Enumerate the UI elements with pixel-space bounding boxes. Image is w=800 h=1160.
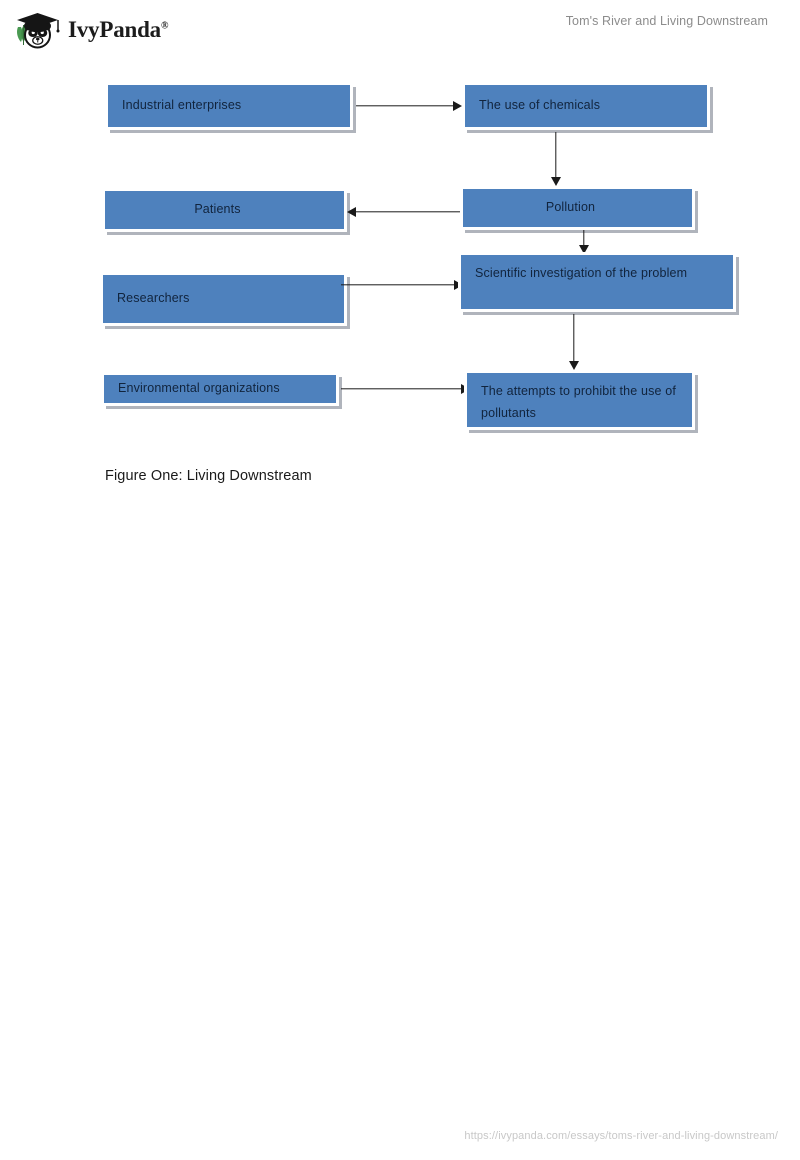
flow-node-label: Researchers [117, 291, 190, 306]
flow-node-label: Environmental organizations [118, 381, 280, 396]
page-header: IvyPanda® Tom's River and Living Downstr… [0, 0, 800, 56]
flow-node-researchers: Researchers [100, 272, 347, 326]
flow-node-scientific-investigation: Scientific investigation of the problem [458, 252, 736, 312]
flow-node-label: Pollution [545, 200, 596, 215]
edge-pollution-to-patients [347, 204, 463, 220]
edge-pollution-to-investigation [576, 230, 592, 254]
ivypanda-brand[interactable]: IvyPanda® [14, 8, 168, 52]
edge-environmental-to-attempts [341, 381, 470, 397]
flow-node-label: The use of chemicals [479, 98, 601, 113]
panda-graduate-logo-icon [14, 8, 62, 52]
flow-node-patients: Patients [102, 188, 347, 232]
flow-node-attempts-to-prohibit: The attempts to prohibit the use of poll… [464, 370, 695, 430]
flow-node-label: Scientific investigation of the problem [475, 266, 688, 280]
flow-node-industrial-enterprises: Industrial enterprises [105, 82, 353, 130]
figure-caption: Figure One: Living Downstream [105, 468, 312, 484]
edge-investigation-to-attempts [566, 314, 582, 370]
flow-node-use-of-chemicals: The use of chemicals [462, 82, 710, 130]
flow-node-label: Patients [194, 202, 241, 217]
flow-node-label: Industrial enterprises [122, 98, 242, 113]
flow-node-pollution: Pollution [460, 186, 695, 230]
edge-chemicals-to-pollution [548, 132, 564, 186]
flow-node-environmental-organizations: Environmental organizations [101, 372, 339, 406]
footer-source-url[interactable]: https://ivypanda.com/essays/toms-river-a… [464, 1130, 778, 1142]
document-title: Tom's River and Living Downstream [565, 14, 768, 28]
flow-node-label: The attempts to prohibit the use of poll… [481, 384, 676, 420]
registered-mark: ® [160, 20, 169, 32]
edge-researchers-to-investigation [341, 277, 463, 293]
flowchart-figure: Industrial enterprises The use of chemic… [0, 0, 800, 520]
brand-name: IvyPanda® [68, 17, 169, 42]
edge-industrial-to-chemicals [356, 98, 462, 114]
